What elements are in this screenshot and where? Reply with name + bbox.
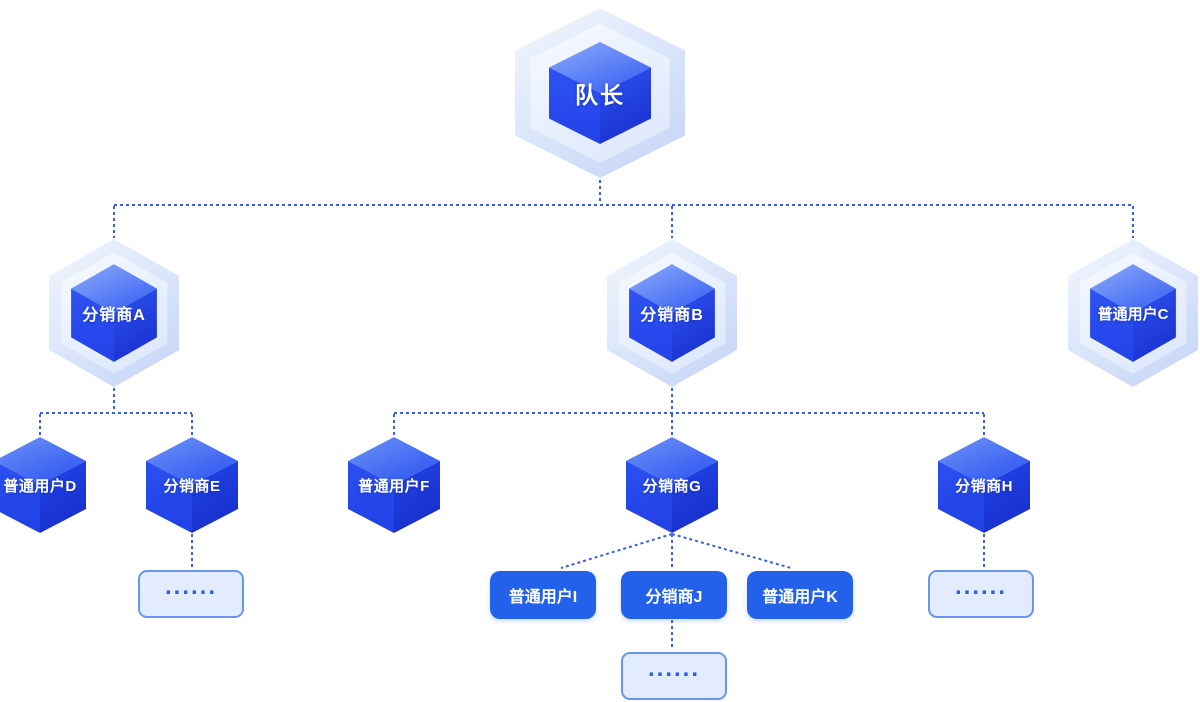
node-label: 普通用户I <box>508 589 578 606</box>
node-label: 普通用户K <box>762 589 838 606</box>
node-label: 分销商J <box>645 589 703 606</box>
hexagon-cube-icon <box>607 239 737 387</box>
node-user-c: 普通用户C <box>1068 239 1198 387</box>
hexagon-cube-icon <box>515 8 685 178</box>
node-label: 分销商A <box>82 307 146 324</box>
node-distributor-j: 分销商J <box>621 571 727 619</box>
node-distributor-a: 分销商A <box>49 239 179 387</box>
more-box-under-e: ...... <box>138 570 244 618</box>
ellipsis-label: ...... <box>954 572 1007 600</box>
node-label: 普通用户D <box>3 477 77 495</box>
node-label: 普通用户C <box>1097 305 1169 323</box>
more-box-under-h: ...... <box>928 570 1034 618</box>
node-distributor-g: 分销商G <box>626 437 718 533</box>
cube-icon <box>0 437 86 533</box>
cube-icon <box>626 437 718 533</box>
node-label: 分销商H <box>955 477 1013 495</box>
node-distributor-h: 分销商H <box>938 437 1030 533</box>
node-label: 分销商G <box>642 477 702 495</box>
more-box-under-j: ...... <box>621 652 727 700</box>
node-user-i: 普通用户I <box>490 571 596 619</box>
node-label: 队长 <box>575 82 625 108</box>
node-label: 分销商E <box>163 477 221 495</box>
ellipsis-label: ...... <box>164 572 217 600</box>
node-user-d: 普通用户D <box>0 437 86 533</box>
node-distributor-b: 分销商B <box>607 239 737 387</box>
cube-icon <box>146 437 238 533</box>
ellipsis-label: ...... <box>647 654 700 682</box>
cube-icon <box>348 437 440 533</box>
node-label: 分销商B <box>640 307 704 324</box>
hexagon-cube-icon <box>1068 239 1198 387</box>
node-label: 普通用户F <box>358 477 430 495</box>
node-user-k: 普通用户K <box>747 571 853 619</box>
cube-icon <box>938 437 1030 533</box>
node-distributor-e: 分销商E <box>146 437 238 533</box>
node-user-f: 普通用户F <box>348 437 440 533</box>
hexagon-cube-icon <box>49 239 179 387</box>
node-captain: 队长 <box>515 8 685 178</box>
